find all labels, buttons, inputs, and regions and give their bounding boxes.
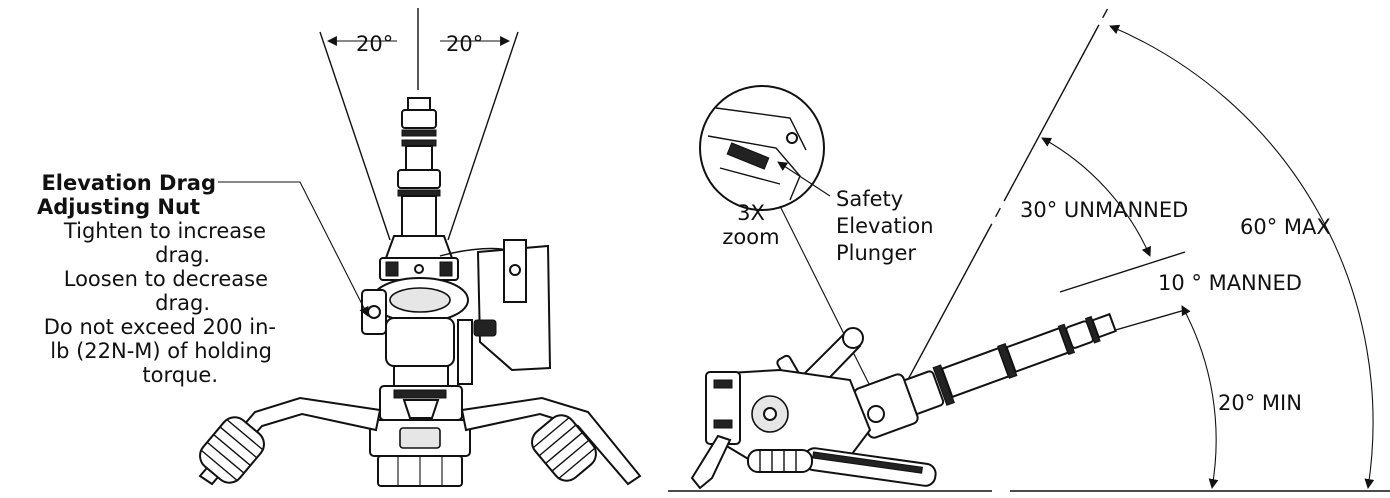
safety-plunger-label: Safety Elevation Plunger (836, 187, 934, 265)
left-grip (199, 416, 265, 484)
angle-right-label: 20° (446, 32, 483, 56)
plunger-line2: Elevation (836, 214, 934, 238)
angle-min-label: 20° MIN (1218, 391, 1302, 415)
callout-line-5: Do not exceed 200 in- (44, 315, 276, 339)
callout-line-3: Loosen to decrease (64, 267, 268, 291)
arc-20-min (1181, 305, 1219, 489)
zoom-label-line1: 3X (737, 201, 765, 225)
right-view: 30° UNMANNED 10 ° MANNED 60° MAX 20° MIN… (668, 7, 1390, 492)
callout-title-line1: Elevation Drag (41, 171, 216, 195)
zoom-leader-line (779, 205, 877, 399)
angle-manned-label: 10 ° MANNED (1158, 271, 1302, 295)
callout-leader-line (218, 181, 369, 317)
left-view: 20° 20° (37, 8, 642, 487)
zoom-label-line2: zoom (722, 225, 779, 249)
zoom-label: 3X zoom (722, 201, 779, 249)
arc-60-max (1109, 24, 1375, 489)
monitor-front-drawing (198, 97, 642, 487)
monitor-side-drawing (690, 312, 1117, 490)
callout-line-4: drag. (155, 291, 210, 315)
callout-line-2: drag. (155, 243, 210, 267)
left-limit-line (319, 31, 391, 241)
max-60-ray (896, 7, 1109, 401)
plunger-line1: Safety (836, 187, 903, 211)
elevation-drag-callout: Elevation Drag Adjusting Nut Tighten to … (37, 171, 276, 387)
angle-unmanned-label: 30° UNMANNED (1020, 198, 1188, 222)
arc-30-unmanned (1041, 137, 1151, 257)
callout-line-1: Tighten to increase (63, 219, 266, 243)
right-grip (531, 414, 597, 482)
plunger-line3: Plunger (836, 241, 916, 265)
callout-line-7: torque. (142, 363, 218, 387)
plunger-leader-line (777, 161, 831, 197)
callout-line-6: lb (22N-M) of holding (50, 339, 272, 363)
right-limit-line (447, 31, 519, 241)
callout-title-line2: Adjusting Nut (37, 195, 200, 219)
zoom-detail-circle (699, 85, 825, 211)
angle-left-label: 20° (356, 32, 393, 56)
angle-max-label: 60° MAX (1240, 215, 1331, 239)
